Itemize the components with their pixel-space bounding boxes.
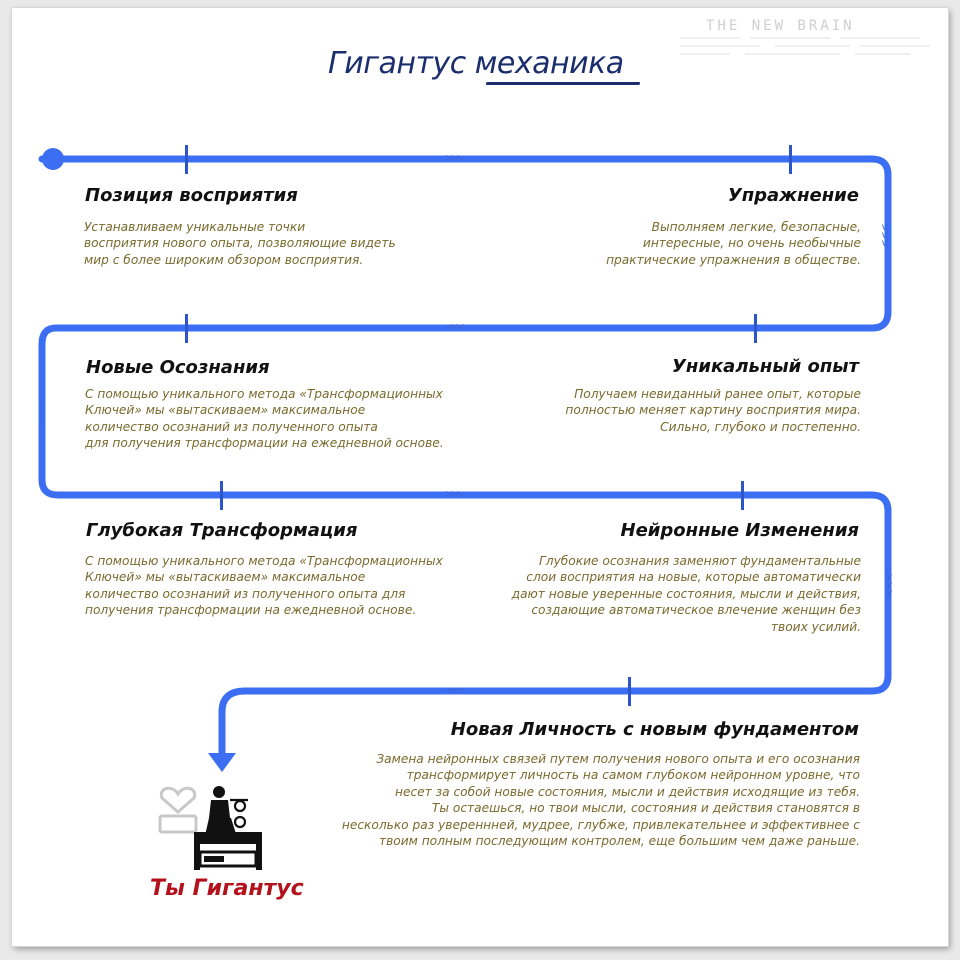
watermark-text: THE NEW BRAIN <box>706 18 855 34</box>
path-marker <box>754 314 757 343</box>
direction-chevron: >>> <box>446 487 464 500</box>
title-block: Гигантус механика <box>320 46 650 90</box>
step-7-title: Новая Личность с новым фундаментом <box>450 719 859 740</box>
step-6-title: Нейронные Изменения <box>620 520 859 541</box>
step-1-description: Устанавливаем уникальные точки восприяти… <box>84 220 396 267</box>
background-text-decoration <box>680 37 930 55</box>
gear-icon <box>230 798 248 829</box>
direction-chevron: >>> <box>446 151 464 164</box>
direction-chevron: <<< <box>446 684 464 697</box>
step-5-description: С помощью уникального метода «Трансформа… <box>85 554 443 618</box>
step-6-description: Глубокие осознания заменяют фундаменталь… <box>511 554 861 634</box>
step-1-title: Позиция восприятия <box>85 185 298 206</box>
page-title: Гигантус механика <box>328 46 624 81</box>
direction-chevron: <<< <box>446 320 464 333</box>
step-2-description: Выполняем легкие, безопасные, интересные… <box>606 220 861 267</box>
path-marker <box>789 145 792 174</box>
arrow-head <box>208 753 236 772</box>
step-3-description: С помощью уникального метода «Трансформа… <box>85 387 444 451</box>
start-dot <box>42 148 64 170</box>
step-4-title: Уникальный опыт <box>672 356 859 377</box>
step-3-title: Новые Осознания <box>86 357 270 378</box>
step-2-title: Упражнение <box>727 185 859 206</box>
path-marker <box>741 481 744 510</box>
snake-path-line <box>38 155 892 759</box>
heart-icon <box>158 786 198 834</box>
path-marker <box>220 481 223 510</box>
step-4-description: Получаем невиданный ранее опыт, которые … <box>565 387 861 434</box>
goal-label: Ты Гигантус <box>150 876 304 901</box>
path-marker <box>185 314 188 343</box>
path-marker <box>628 677 631 706</box>
path-marker <box>185 145 188 174</box>
step-5-title: Глубокая Трансформация <box>86 520 358 541</box>
step-7-description: Замена нейронных связей путем получения … <box>341 752 860 849</box>
person-at-desk-icon <box>158 786 262 870</box>
